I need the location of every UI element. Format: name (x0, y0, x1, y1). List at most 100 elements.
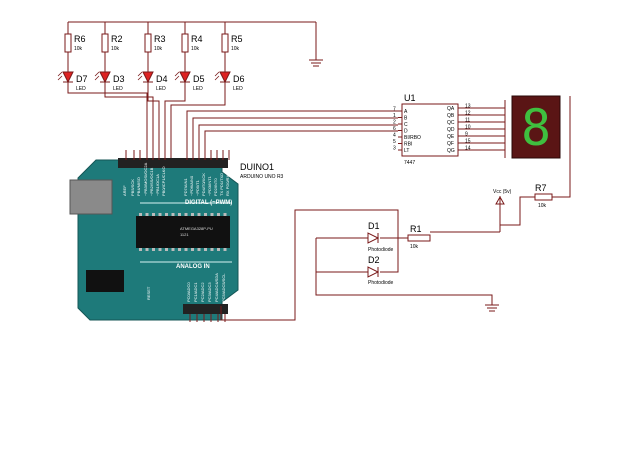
chip-pin (197, 248, 201, 251)
chip-pin (197, 213, 201, 216)
led-value: LED (156, 86, 166, 92)
decoder-to-display-wires (460, 100, 506, 158)
decoder-left-num: 2 (393, 120, 396, 126)
resistor-r1[interactable]: R1 10k (407, 224, 431, 250)
digital-pin-label: PD7/AIN1 (183, 177, 188, 196)
digital-pin-label: PB4/MISO (136, 177, 141, 196)
digital-pin-label: RX PD0/RXD (225, 172, 230, 196)
chip-pin (204, 213, 207, 216)
chip-pin (165, 248, 168, 251)
chip-pin (152, 248, 155, 251)
digital-header (118, 158, 228, 168)
resistor-ref: R4 (191, 34, 203, 44)
decoder-part: 7447 (404, 160, 415, 166)
decoder-right-pin: QF (447, 141, 454, 147)
chip-pin (178, 213, 181, 216)
chip-pin (191, 213, 194, 216)
chip-pin (217, 248, 220, 251)
decoder-left-num: 3 (393, 146, 396, 152)
d2-ref: D2 (368, 255, 380, 265)
analog-pin-label: PC5/ADC5/SCL (221, 273, 226, 302)
r7-ref: R7 (535, 183, 547, 193)
led-value: LED (233, 86, 243, 92)
decoder-left-pin: D (404, 129, 408, 135)
decoder-left-pin: RBI (404, 142, 412, 148)
d2-value: Photodiode (368, 280, 394, 286)
analog-header (183, 304, 228, 314)
d1-value: Photodiode (368, 247, 394, 253)
chip-pin (184, 248, 188, 251)
decoder-left-num: 1 (393, 113, 396, 119)
decoder-left-num: 4 (393, 133, 396, 139)
decoder-left-num: 6 (393, 126, 396, 132)
chip-pin (158, 248, 162, 251)
ground-symbol-top (309, 59, 323, 67)
led-value: LED (76, 86, 86, 92)
decoder-right-num: 15 (465, 139, 471, 145)
decoder-left-pin: C (404, 122, 408, 128)
r7-value: 10k (538, 203, 547, 209)
ground-symbol-bottom (485, 304, 499, 312)
usb-connector (69, 179, 113, 215)
decoder-left-pin: BI/RBO (404, 135, 421, 141)
led-ref: D3 (113, 74, 125, 84)
resistor-value: 10k (74, 46, 83, 52)
decoder-ref: U1 (404, 93, 416, 103)
seven-segment-display[interactable]: 8 (511, 95, 561, 159)
digital-pin-label: PD4/T0/XCK (201, 173, 206, 196)
analog-label: ANALOG IN (176, 264, 210, 270)
decoder-right-num: 13 (465, 104, 471, 110)
resistor-value: 10k (154, 46, 163, 52)
decoder-right-num: 12 (465, 111, 471, 117)
analog-wire (220, 209, 399, 321)
r1-value: 10k (410, 244, 419, 250)
resistor-ref: R3 (154, 34, 166, 44)
photodiode-d1[interactable]: D1 Photodiode (367, 221, 394, 253)
digital-pin-label: PD2/INT0 (213, 178, 218, 196)
resistor-r7[interactable]: R7 10k (534, 183, 553, 209)
analog-pin-label: PC1/ADC1 (193, 282, 198, 302)
reset-label: RESET (146, 286, 151, 300)
led-ref: D4 (156, 74, 168, 84)
digital-pin-label: PB5/SCK (130, 179, 135, 196)
decoder-right-pin: QD (447, 127, 455, 133)
chip-pin (158, 213, 162, 216)
chip-pin (223, 248, 227, 251)
chip-pin (210, 248, 214, 251)
chip-pin (171, 213, 175, 216)
arduino-model: ARDUINO UNO R3 (240, 174, 284, 180)
digital-pin-label: ~PD6/AIN0 (189, 175, 194, 196)
arduino-board[interactable]: DIGITAL (~PWM) ANALOG IN ATMEGA328P-PU 1… (69, 158, 239, 321)
resistor-ref: R2 (111, 34, 123, 44)
digital-pin-label: ~PB2/SS/OC1B (149, 167, 154, 196)
decoder-right-pin: QE (447, 134, 455, 140)
decoder-right-pin: QB (447, 113, 455, 119)
decoder-right-num: 11 (465, 118, 470, 124)
photodiode-d2[interactable]: D2 Photodiode (367, 255, 394, 286)
decoder-left-pin: LT (404, 148, 409, 154)
chip-pin (145, 213, 149, 216)
digital-label: DIGITAL (~PWM) (185, 200, 232, 206)
digital-pin-label: ~PB3/MOSI/OC2A (143, 162, 148, 196)
display-digit: 8 (521, 99, 551, 157)
analog-pin-label: PC2/ADC2 (200, 282, 205, 302)
chip-pin (139, 248, 142, 251)
digital-pin-label: ~PD5/T1 (195, 179, 200, 196)
digital-pin-label: ~PD3/INT1 (207, 175, 212, 196)
chip-pin (191, 248, 194, 251)
d1-ref: D1 (368, 221, 380, 231)
digital-pin-label: TX PD1/TXD (219, 173, 224, 196)
r1-ref: R1 (410, 224, 422, 234)
